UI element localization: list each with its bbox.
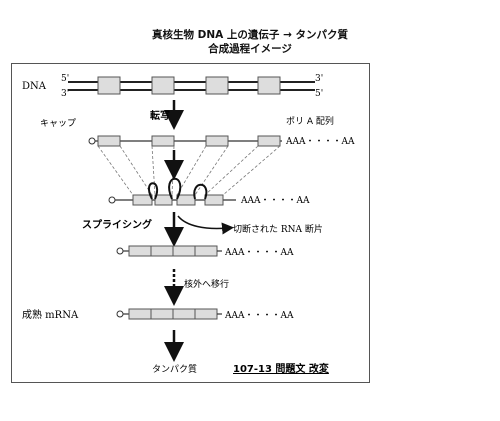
dna-5prime-bottom: 5': [315, 89, 323, 99]
dna-label: DNA: [22, 81, 47, 92]
dna-3prime-bottom: 3': [61, 89, 69, 99]
diagram-title: 真核生物 DNA 上の遺伝子 → タンパク質: [151, 29, 349, 41]
transcription-label: 転写: [150, 109, 170, 122]
dna-double-strand: [68, 76, 315, 95]
spliced-intermediate: [108, 177, 236, 206]
cap-circle: [88, 137, 96, 145]
protein-label: タンパク質: [152, 363, 197, 375]
pre-mrna-polya: AAA・・・・AA: [285, 137, 355, 147]
fragment-removal-arrow: [177, 215, 234, 235]
intron-loop-2: [168, 177, 182, 200]
source-note: 107-13 問題文 改変: [233, 362, 330, 375]
mature-mrna: [116, 308, 222, 320]
dna-exon-4: [257, 76, 281, 95]
splicing-label: スプライシング: [82, 218, 152, 231]
dna-5prime-top: 5': [61, 74, 69, 84]
intron-loop-3: [193, 183, 208, 200]
dna-exon-1: [97, 76, 121, 95]
pre-mrna: [88, 135, 282, 147]
nuclear-export-label: 核外へ移行: [184, 278, 229, 290]
diagram-panel: [11, 63, 370, 383]
mrna-polya: AAA・・・・AA: [224, 248, 294, 258]
intron-loop-1: [147, 182, 158, 200]
cap-label: キャップ: [40, 118, 76, 129]
spliced-mrna: [116, 245, 222, 257]
dna-3prime-top: 3': [315, 74, 323, 84]
exon-connector-lines: [97, 145, 281, 196]
mature-mrna-label: 成熟 mRNA: [22, 308, 79, 321]
mature-polya: AAA・・・・AA: [224, 311, 294, 321]
cut-fragments-label: 切断された RNA 断片: [233, 223, 323, 235]
dna-exon-3: [205, 76, 229, 95]
poly-a-label: ポリ A 配列: [286, 115, 334, 127]
diagram-subtitle: 合成過程イメージ: [208, 43, 292, 55]
dna-exon-2: [151, 76, 175, 95]
spliced-polya: AAA・・・・AA: [240, 196, 310, 206]
